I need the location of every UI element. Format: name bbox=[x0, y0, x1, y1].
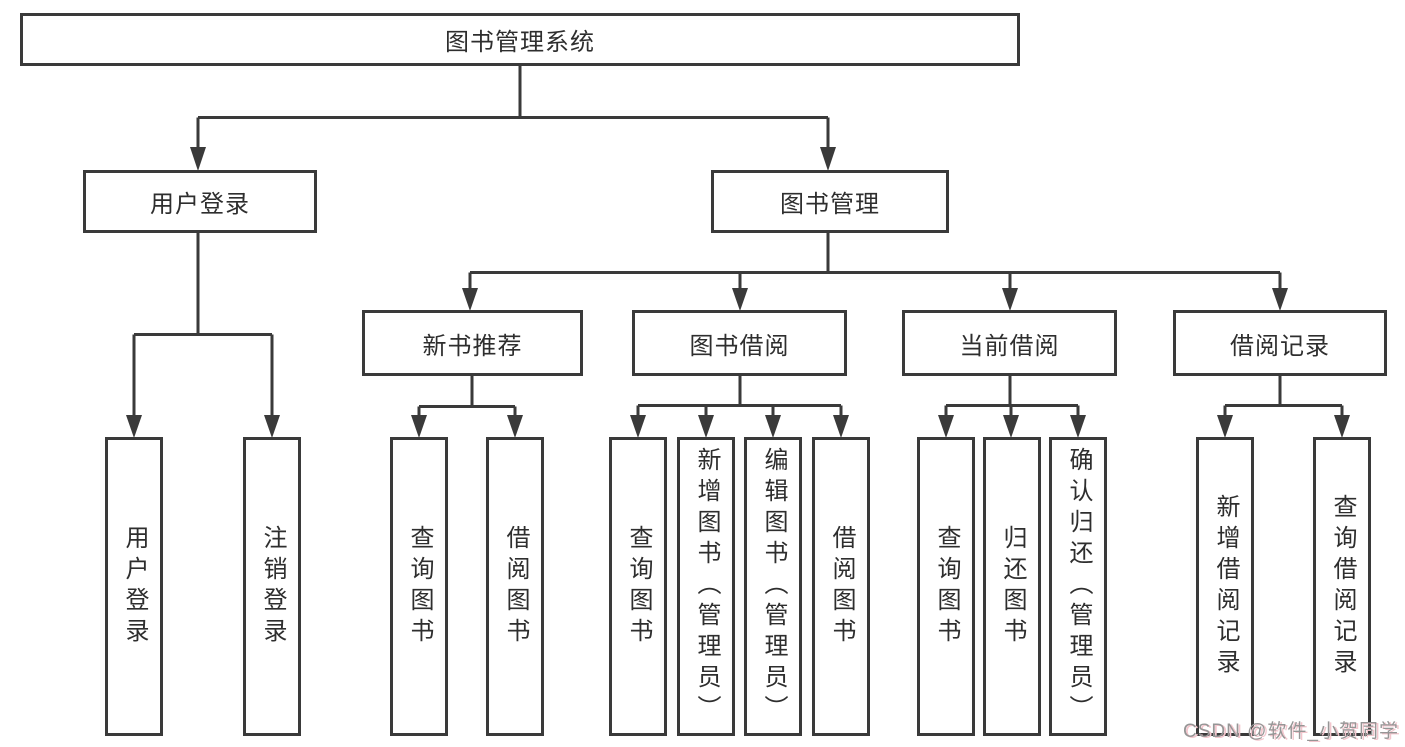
node-current-borrow-label: 当前借阅 bbox=[959, 332, 1060, 360]
node-borrow-record: 借阅记录 bbox=[1173, 310, 1387, 376]
leaf-return-book: 归还图书 bbox=[983, 437, 1041, 736]
node-root-system: 图书管理系统 bbox=[20, 13, 1020, 66]
node-book-borrow: 图书借阅 bbox=[632, 310, 847, 376]
node-user-login-label: 用户登录 bbox=[150, 191, 250, 218]
node-root-label: 图书管理系统 bbox=[445, 29, 595, 56]
leaf-query-book-borrow-label: 查询图书 bbox=[625, 524, 652, 649]
leaf-query-borrow-record-label: 查询借阅记录 bbox=[1329, 493, 1356, 680]
leaf-logout-label: 注销登录 bbox=[259, 524, 286, 649]
leaf-query-book-recommend: 查询图书 bbox=[390, 437, 448, 736]
leaf-query-book-recommend-label: 查询图书 bbox=[406, 524, 433, 649]
leaf-query-book-borrow: 查询图书 bbox=[609, 437, 667, 736]
leaf-add-book-admin: 新增图书（管理员） bbox=[677, 437, 735, 736]
leaf-borrow-book-recommend: 借阅图书 bbox=[486, 437, 544, 736]
leaf-user-login-label: 用户登录 bbox=[121, 524, 148, 649]
leaf-edit-book-admin: 编辑图书（管理员） bbox=[744, 437, 802, 736]
node-borrow-record-label: 借阅记录 bbox=[1230, 332, 1330, 360]
leaf-add-borrow-record: 新增借阅记录 bbox=[1196, 437, 1254, 736]
node-new-book-recommend: 新书推荐 bbox=[362, 310, 583, 376]
leaf-query-borrow-record: 查询借阅记录 bbox=[1313, 437, 1371, 736]
csdn-watermark: CSDN @软件_小贺同学 bbox=[1183, 721, 1399, 742]
leaf-confirm-return-admin: 确认归还（管理员） bbox=[1049, 437, 1107, 736]
node-book-management-label: 图书管理 bbox=[780, 191, 880, 218]
leaf-query-book-current: 查询图书 bbox=[917, 437, 975, 736]
node-user-login: 用户登录 bbox=[83, 170, 317, 233]
node-book-management: 图书管理 bbox=[711, 170, 949, 233]
node-book-borrow-label: 图书借阅 bbox=[689, 332, 790, 360]
leaf-return-book-label: 归还图书 bbox=[999, 524, 1026, 649]
leaf-borrow-book-label: 借阅图书 bbox=[828, 524, 855, 649]
leaf-confirm-return-admin-label: 确认归还（管理员） bbox=[1065, 447, 1092, 726]
leaf-borrow-book-recommend-label: 借阅图书 bbox=[502, 524, 529, 649]
leaf-edit-book-admin-label: 编辑图书（管理员） bbox=[760, 447, 787, 726]
leaf-user-login: 用户登录 bbox=[105, 437, 163, 736]
node-new-book-recommend-label: 新书推荐 bbox=[422, 332, 523, 360]
leaf-add-book-admin-label: 新增图书（管理员） bbox=[693, 447, 720, 726]
leaf-borrow-book: 借阅图书 bbox=[812, 437, 870, 736]
leaf-add-borrow-record-label: 新增借阅记录 bbox=[1212, 493, 1239, 680]
node-current-borrow: 当前借阅 bbox=[902, 310, 1117, 376]
arrowheads bbox=[126, 147, 1350, 438]
leaf-logout: 注销登录 bbox=[243, 437, 301, 736]
leaf-query-book-current-label: 查询图书 bbox=[933, 524, 960, 649]
